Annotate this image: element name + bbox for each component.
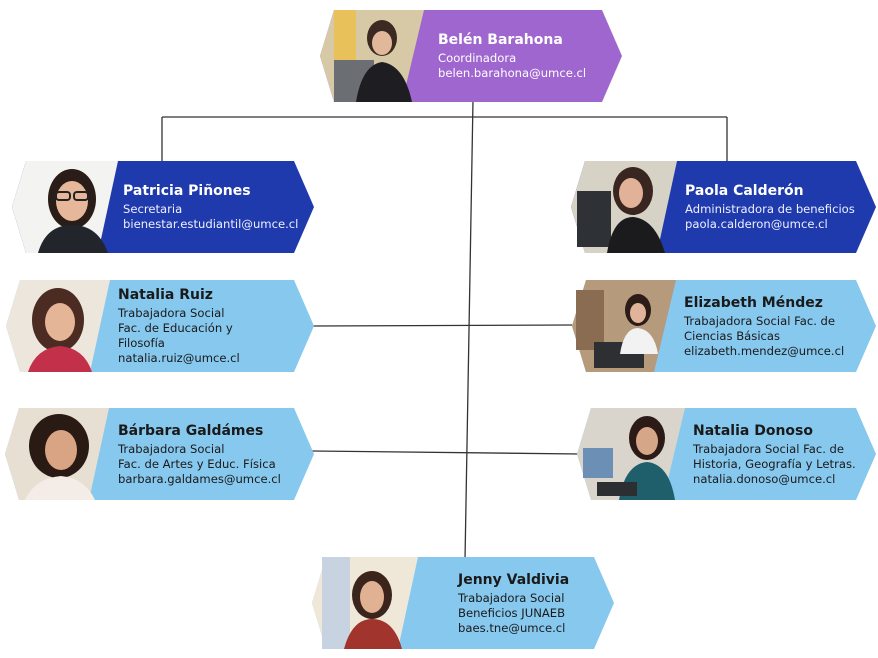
member-card-natalia-donoso: Natalia Donoso Trabajadora Social Fac. d…: [577, 408, 876, 500]
elizabeth-mendez-name: Elizabeth Méndez: [684, 294, 823, 311]
connector-row-ruiz-mendez: [311, 324, 573, 327]
member-card-jenny-valdivia: Jenny Valdivia Trabajadora Social Benefi…: [312, 557, 614, 649]
natalia-ruiz-faculty-line-2: Filosofía: [118, 336, 165, 350]
natalia-donoso-photo: [577, 408, 685, 500]
paola-calderon-email: paola.calderon@umce.cl: [685, 217, 828, 231]
natalia-ruiz-faculty-line-1: Fac. de Educación y: [118, 321, 233, 335]
paola-calderon-role: Administradora de beneficios: [685, 202, 855, 216]
jenny-valdivia-photo: [312, 557, 418, 649]
member-card-belen-barahona: Belén Barahona Coordinadora belen.baraho…: [320, 10, 622, 102]
natalia-donoso-role-line-1: Trabajadora Social Fac. de: [693, 441, 845, 456]
belen-barahona-photo: [320, 10, 424, 102]
elizabeth-mendez-role-line-2: Ciencias Básicas: [684, 328, 781, 343]
barbara-galdames-role: Trabajadora Social: [118, 441, 225, 456]
belen-barahona-role: Coordinadora: [438, 51, 517, 65]
barbara-galdames-photo: [5, 408, 109, 500]
barbara-galdames-faculty: Fac. de Artes y Educ. Física: [118, 456, 276, 471]
patricia-pinones-photo: [12, 161, 118, 253]
member-card-natalia-ruiz: Natalia Ruiz Trabajadora Social Fac. de …: [6, 280, 314, 372]
paola-calderon-photo: [571, 161, 677, 253]
natalia-ruiz-photo: [6, 280, 110, 372]
elizabeth-mendez-email: elizabeth.mendez@umce.cl: [684, 343, 845, 358]
natalia-ruiz-email: natalia.ruiz@umce.cl: [118, 351, 240, 365]
natalia-ruiz-role: Trabajadora Social: [118, 306, 225, 320]
elizabeth-mendez-role-line-1: Trabajadora Social Fac. de: [684, 313, 836, 328]
natalia-donoso-role-line-2: Historia, Geografía y Letras.: [693, 456, 856, 471]
elizabeth-mendez-photo: [572, 280, 676, 372]
member-card-barbara-galdames: Bárbara Galdámes Trabajadora Social Fac.…: [5, 408, 314, 500]
natalia-donoso-email: natalia.donoso@umce.cl: [693, 471, 836, 486]
belen-barahona-email: belen.barahona@umce.cl: [438, 66, 587, 80]
barbara-galdames-name: Bárbara Galdámes: [118, 422, 264, 439]
jenny-valdivia-email: baes.tne@umce.cl: [458, 620, 566, 635]
natalia-donoso-name: Natalia Donoso: [693, 422, 813, 439]
patricia-pinones-role: Secretaria: [123, 202, 183, 216]
patricia-pinones-name: Patricia Piñones: [123, 183, 251, 199]
connector-belen-jenny: [464, 99, 474, 561]
belen-barahona-name: Belén Barahona: [438, 32, 563, 48]
patricia-pinones-email: bienestar.estudiantil@umce.cl: [123, 217, 299, 231]
member-card-patricia-pinones: Patricia Piñones Secretaria bienestar.es…: [12, 161, 314, 253]
paola-calderon-name: Paola Calderón: [685, 183, 804, 199]
jenny-valdivia-program: Beneficios JUNAEB: [458, 605, 566, 620]
jenny-valdivia-name: Jenny Valdivia: [458, 571, 570, 588]
barbara-galdames-email: barbara.galdames@umce.cl: [118, 471, 281, 486]
natalia-ruiz-name: Natalia Ruiz: [118, 287, 213, 303]
member-card-elizabeth-mendez: Elizabeth Méndez Trabajadora Social Fac.…: [572, 280, 876, 372]
member-card-paola-calderon: Paola Calderón Administradora de benefic…: [571, 161, 876, 253]
connector-row-galdames-donoso: [311, 450, 581, 455]
jenny-valdivia-role: Trabajadora Social: [458, 590, 565, 605]
